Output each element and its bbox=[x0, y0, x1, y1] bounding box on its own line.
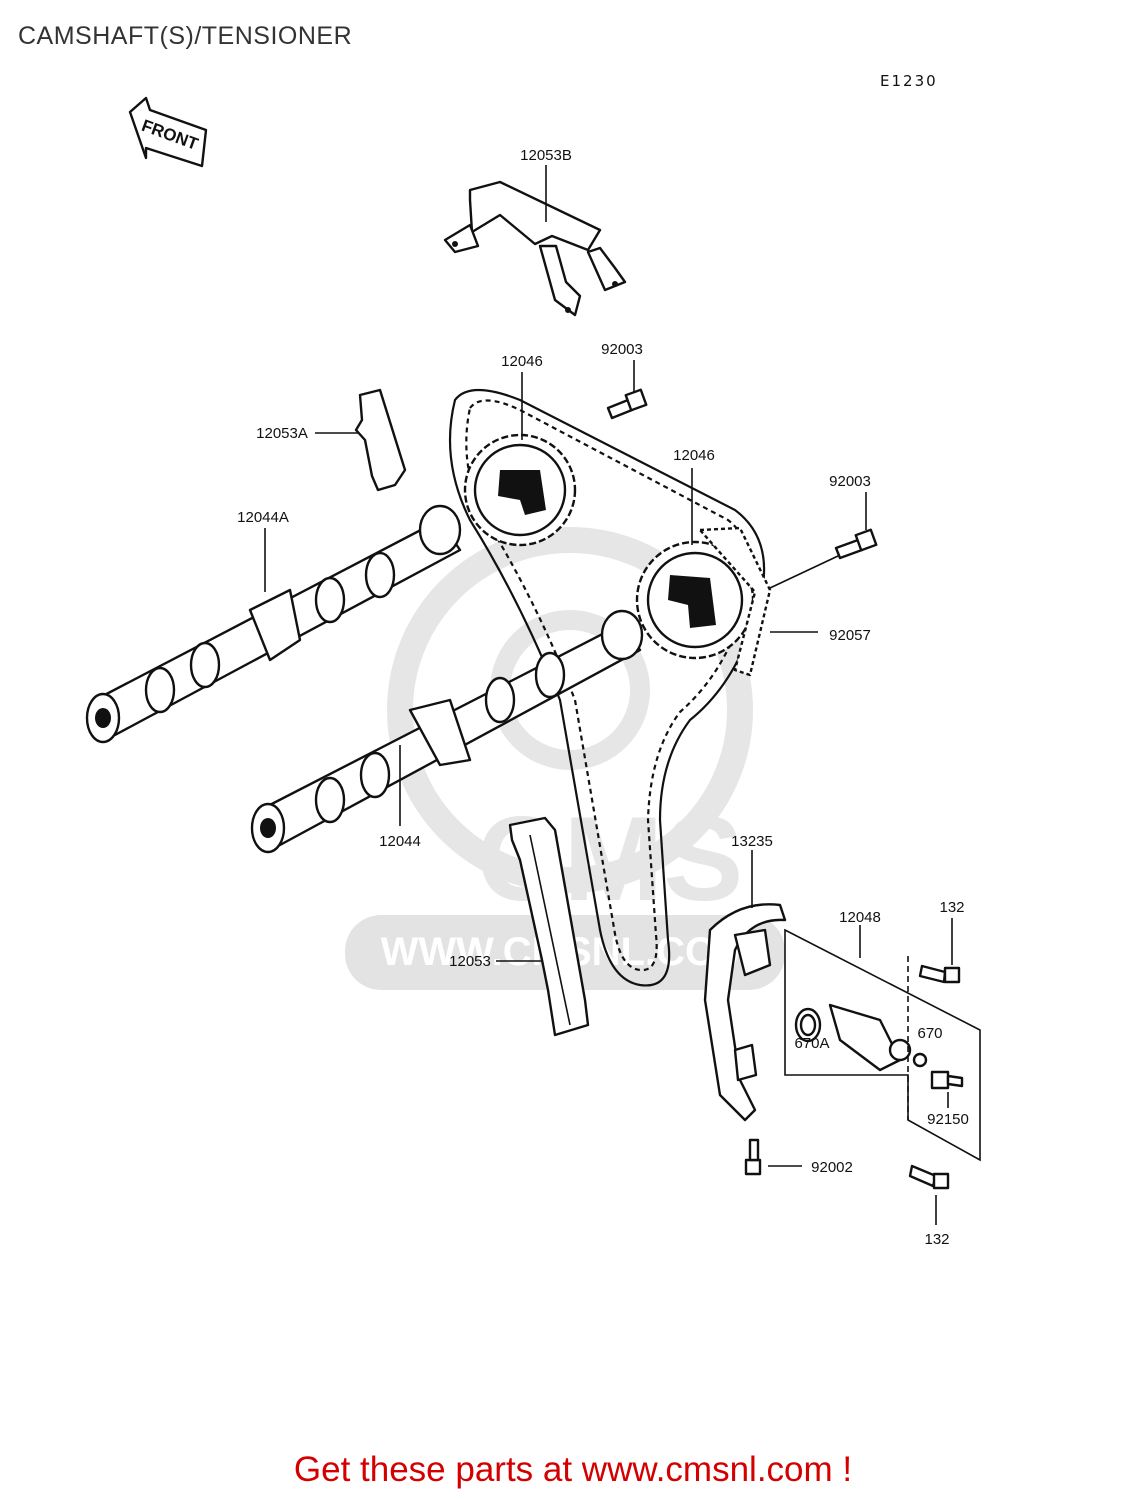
guide-12053a bbox=[354, 388, 407, 492]
label-670a: 670A bbox=[794, 1035, 829, 1052]
footer-link[interactable]: Get these parts at www.cmsnl.com ! bbox=[293, 1450, 853, 1489]
label-670: 670 bbox=[917, 1025, 942, 1042]
tensioner-assembly-12048 bbox=[784, 928, 981, 1162]
label-92002: 92002 bbox=[811, 1159, 853, 1176]
diagram-code: E1230 bbox=[880, 72, 938, 90]
label-12046-left: 12046 bbox=[501, 353, 543, 370]
label-12053b: 12053B bbox=[520, 147, 572, 164]
label-132-bottom: 132 bbox=[924, 1231, 949, 1248]
camshaft-12044a bbox=[85, 504, 462, 744]
label-92003-right: 92003 bbox=[829, 473, 871, 490]
label-92003-top: 92003 bbox=[601, 341, 643, 358]
bolt-132-top bbox=[918, 964, 961, 984]
label-12048: 12048 bbox=[839, 909, 881, 926]
bracket-12053b bbox=[443, 180, 627, 317]
label-12044: 12044 bbox=[379, 833, 421, 850]
label-12044a: 12044A bbox=[237, 509, 289, 526]
bolt-92003-right bbox=[834, 528, 878, 560]
camshaft-12044 bbox=[250, 609, 644, 854]
page-title: CAMSHAFT(S)/TENSIONER bbox=[18, 22, 353, 50]
label-12053a: 12053A bbox=[256, 425, 308, 442]
guide-12053 bbox=[508, 816, 590, 1037]
bolt-132-bottom bbox=[908, 1164, 950, 1190]
bolt-92150 bbox=[930, 1070, 964, 1090]
sprocket-12046-left bbox=[463, 433, 577, 547]
parts-diagram: WWW.CMSNL.COM CMS E1230 FRONT 12053B 120… bbox=[85, 72, 981, 1248]
tensioner-guide-13235 bbox=[703, 903, 787, 1122]
label-92150: 92150 bbox=[927, 1111, 969, 1128]
bolt-92003-top bbox=[606, 388, 648, 420]
front-arrow-icon: FRONT bbox=[128, 96, 208, 168]
label-12053: 12053 bbox=[449, 953, 491, 970]
label-92057: 92057 bbox=[829, 627, 871, 644]
label-132-top: 132 bbox=[939, 899, 964, 916]
label-13235: 13235 bbox=[731, 833, 773, 850]
label-12046-right: 12046 bbox=[673, 447, 715, 464]
sprocket-12046-right bbox=[635, 526, 772, 677]
bolt-92002 bbox=[744, 1138, 762, 1176]
